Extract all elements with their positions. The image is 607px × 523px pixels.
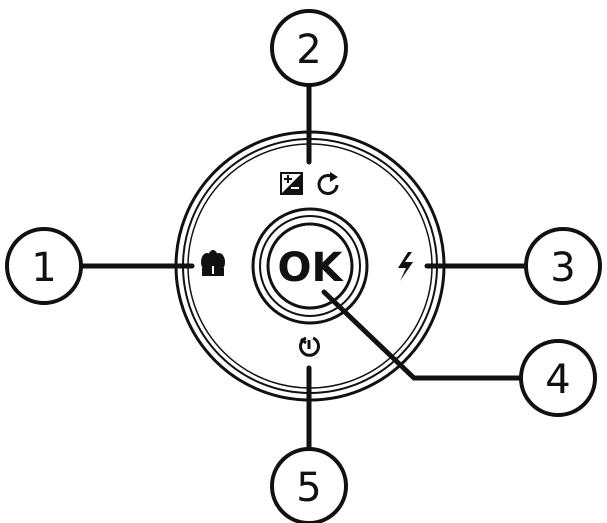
leader-lines [80,82,527,456]
callout-4: 4 [519,339,597,417]
callout-number: 5 [296,465,321,511]
callout-1: 1 [5,227,83,305]
callout-3: 3 [524,227,602,305]
self-timer-icon[interactable] [299,336,320,357]
callout-number: 1 [31,245,56,291]
exposure-compensation-icon[interactable] [280,172,303,195]
callout-number: 4 [545,357,570,403]
callout-5: 5 [270,447,348,523]
callout-2: 2 [270,9,348,87]
flash-icon[interactable] [398,252,413,281]
leader-line-4 [321,289,524,381]
ok-button-label: OK [278,245,345,291]
callout-number: 3 [550,245,575,291]
callout-number: 2 [296,27,321,73]
macro-icon[interactable] [201,250,225,276]
ok-button[interactable] [251,207,369,325]
rotate-icon[interactable] [317,172,339,195]
